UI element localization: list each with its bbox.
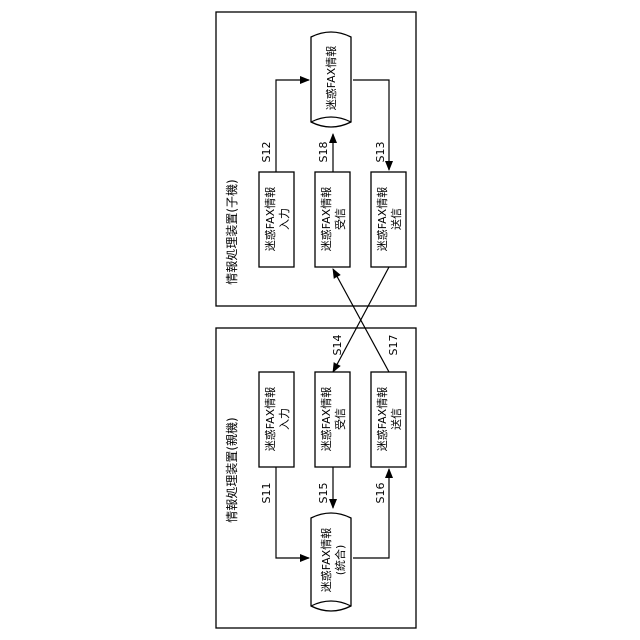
parent-send-line2: 送信	[389, 408, 403, 430]
parent-send-box: 迷惑FAX情報 送信	[371, 372, 406, 467]
parent-input-line1: 迷惑FAX情報	[263, 387, 277, 451]
arrow-s16	[353, 469, 389, 558]
child-receive-line2: 受信	[334, 208, 347, 230]
step-s13: S13	[374, 142, 387, 163]
child-input-line2: 入力	[278, 208, 291, 230]
child-database: 迷惑FAX情報	[311, 32, 351, 127]
child-send-line1: 迷惑FAX情報	[375, 187, 389, 251]
arrow-s11	[276, 467, 309, 558]
step-s12: S12	[260, 142, 273, 163]
child-input-line1: 迷惑FAX情報	[263, 187, 277, 251]
parent-receive-line1: 迷惑FAX情報	[319, 387, 333, 451]
child-send-line2: 送信	[389, 208, 403, 230]
parent-db-line2: (統合)	[333, 545, 347, 576]
child-input-box: 迷惑FAX情報 入力	[259, 172, 294, 267]
parent-device-title: 情報処理装置(親機)	[224, 417, 239, 522]
step-s16: S16	[374, 483, 387, 504]
step-s11: S11	[260, 483, 273, 504]
step-s14: S14	[331, 335, 344, 356]
parent-database: 迷惑FAX情報 (統合)	[311, 513, 351, 611]
step-s15: S15	[317, 483, 330, 504]
step-s18: S18	[317, 142, 330, 163]
parent-receive-box: 迷惑FAX情報 受信	[315, 372, 350, 467]
step-s17: S17	[387, 335, 400, 356]
child-send-box: 迷惑FAX情報 送信	[371, 172, 406, 267]
parent-db-line1: 迷惑FAX情報	[319, 528, 333, 592]
child-receive-line1: 迷惑FAX情報	[319, 187, 333, 251]
parent-input-box: 迷惑FAX情報 入力	[259, 372, 294, 467]
parent-input-line2: 入力	[278, 408, 291, 430]
parent-receive-line2: 受信	[334, 408, 347, 430]
child-receive-box: 迷惑FAX情報 受信	[315, 172, 350, 267]
parent-send-line1: 迷惑FAX情報	[375, 387, 389, 451]
arrow-s12	[276, 80, 309, 172]
child-db-label: 迷惑FAX情報	[324, 46, 338, 110]
child-device-title: 情報処理装置(子機)	[224, 179, 239, 284]
